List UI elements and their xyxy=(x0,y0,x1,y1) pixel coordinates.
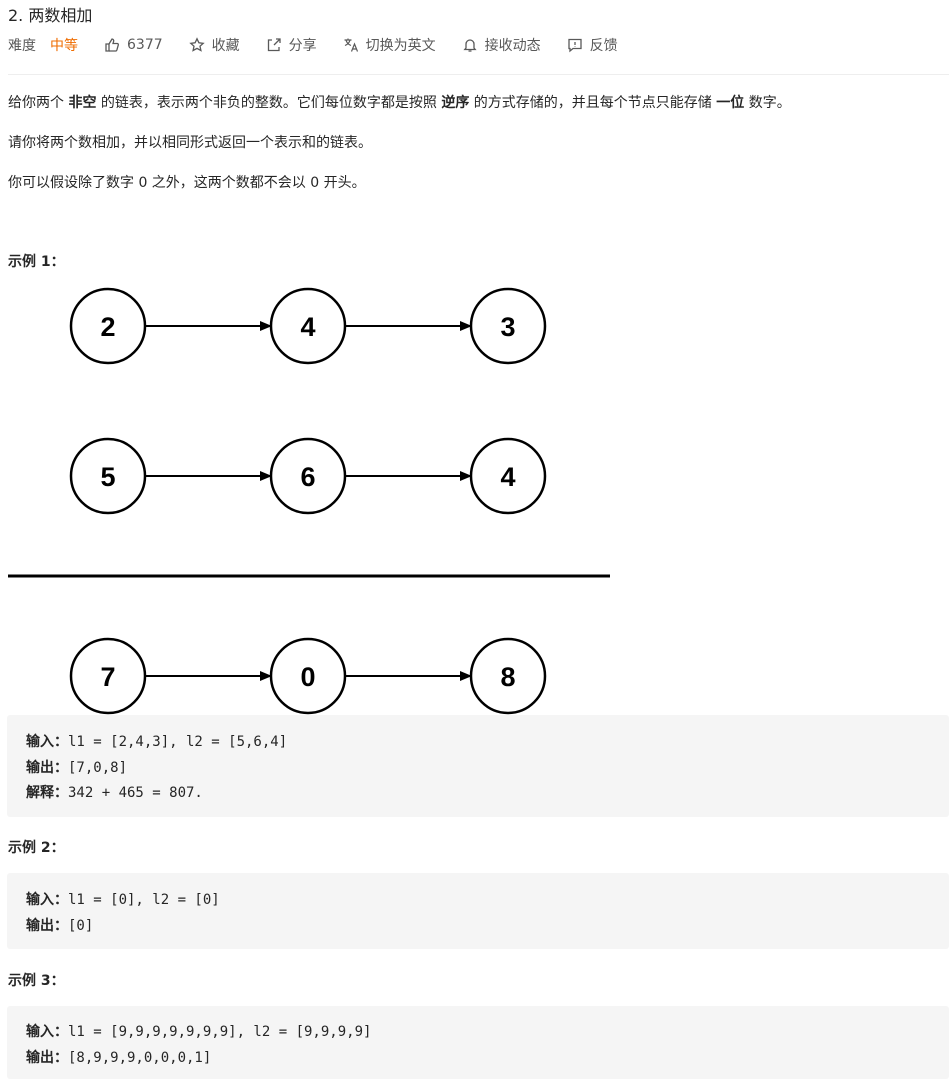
input-label: 输入： xyxy=(26,1024,68,1040)
list-node-value: 0 xyxy=(300,662,315,692)
problem-title: 2. 两数相加 xyxy=(8,6,93,25)
input-value: l1 = [0], l2 = [0] xyxy=(68,892,220,908)
example-1-input-line: 输入：l1 = [2,4,3], l2 = [5,6,4] xyxy=(26,731,287,751)
linked-list-diagram: 2 4 3 5 6 4 7 0 8 xyxy=(8,287,610,715)
description-paragraph-2: 请你将两个数相加，并以相同形式返回一个表示和的链表。 xyxy=(8,135,372,151)
list-node-circle xyxy=(469,287,547,365)
example-2-output-line: 输出：[0] xyxy=(26,915,93,935)
list-node-value: 4 xyxy=(300,312,315,342)
description-paragraph-3: 你可以假设除了数字 0 之外，这两个数都不会以 0 开头。 xyxy=(8,175,366,191)
problem-meta-bar: 难度 中等 6377 收藏 分享 切换为英文 接收动态 xyxy=(8,34,644,56)
list-node-value: 2 xyxy=(100,312,115,342)
text-run: 的方式存储的，并且每个节点只能存储 xyxy=(469,95,717,111)
input-label: 输入： xyxy=(26,734,68,750)
difficulty-badge: 中等 xyxy=(50,38,78,54)
input-value: l1 = [2,4,3], l2 = [5,6,4] xyxy=(68,734,288,750)
list-node-circle xyxy=(269,437,347,515)
subscribe-button[interactable]: 接收动态 xyxy=(462,35,541,55)
switch-language-button[interactable]: 切换为英文 xyxy=(343,35,436,55)
list-node-value: 4 xyxy=(500,462,515,492)
list-node-circle xyxy=(69,637,147,715)
example-1-output-line: 输出：[7,0,8] xyxy=(26,757,127,777)
text-run: 给你两个 xyxy=(8,95,69,111)
share-label: 分享 xyxy=(288,38,317,54)
text-run: 数字。 xyxy=(744,95,791,111)
input-label: 输入： xyxy=(26,892,68,908)
description-paragraph-1: 给你两个 非空 的链表，表示两个非负的整数。它们每位数字都是按照 逆序 的方式存… xyxy=(8,93,791,113)
star-icon xyxy=(188,37,205,52)
output-label: 输出： xyxy=(26,760,68,776)
explain-value: 342 + 465 = 807. xyxy=(68,785,203,801)
header-divider xyxy=(8,74,949,75)
example-2-input-line: 输入：l1 = [0], l2 = [0] xyxy=(26,889,220,909)
output-value: [0] xyxy=(68,918,94,934)
example-3-title: 示例 3： xyxy=(8,973,65,989)
bell-icon xyxy=(463,39,477,52)
list-node-value: 5 xyxy=(100,462,115,492)
example-1-explain-line: 解释：342 + 465 = 807. xyxy=(26,782,203,802)
example-2-title: 示例 2： xyxy=(8,840,65,856)
example-2-code-block: 输入：l1 = [0], l2 = [0] 输出：[0] xyxy=(7,873,949,949)
list-node-circle xyxy=(69,287,147,365)
list-node-value: 8 xyxy=(500,662,515,692)
feedback-label: 反馈 xyxy=(589,38,618,54)
list-node-circle xyxy=(269,637,347,715)
list-node-circle xyxy=(269,287,347,365)
example-1-code-block: 输入：l1 = [2,4,3], l2 = [5,6,4] 输出：[7,0,8]… xyxy=(7,715,949,817)
translate-icon xyxy=(344,38,358,52)
output-label: 输出： xyxy=(26,1050,68,1066)
emphasis-single-digit: 一位 xyxy=(716,95,745,111)
feedback-button[interactable]: 反馈 xyxy=(567,35,618,55)
list-node-value: 3 xyxy=(500,312,515,342)
thumbs-up-icon xyxy=(105,38,119,52)
explain-label: 解释： xyxy=(26,785,68,801)
like-button[interactable]: 6377 xyxy=(104,37,163,53)
list-node-circle xyxy=(469,437,547,515)
difficulty-label: 难度 xyxy=(8,38,36,54)
list-node-value: 6 xyxy=(300,462,315,492)
example-3-output-line: 输出：[8,9,9,9,0,0,0,1] xyxy=(26,1047,211,1067)
switch-language-label: 切换为英文 xyxy=(365,38,436,54)
subscribe-label: 接收动态 xyxy=(484,38,541,54)
example-3-code-block: 输入：l1 = [9,9,9,9,9,9,9], l2 = [9,9,9,9] … xyxy=(7,1006,949,1079)
list-node-circle xyxy=(469,637,547,715)
output-label: 输出： xyxy=(26,918,68,934)
emphasis-non-empty: 非空 xyxy=(68,95,97,111)
list-node-value: 7 xyxy=(100,662,115,692)
share-icon xyxy=(267,38,281,52)
example-1-title: 示例 1： xyxy=(8,254,65,270)
feedback-icon xyxy=(567,38,582,53)
share-button[interactable]: 分享 xyxy=(266,35,317,55)
favorite-button[interactable]: 收藏 xyxy=(188,35,240,55)
like-count: 6377 xyxy=(127,37,163,53)
emphasis-reverse-order: 逆序 xyxy=(441,95,470,111)
input-value: l1 = [9,9,9,9,9,9,9], l2 = [9,9,9,9] xyxy=(68,1024,372,1040)
output-value: [7,0,8] xyxy=(68,760,128,776)
text-run: 的链表，表示两个非负的整数。它们每位数字都是按照 xyxy=(96,95,442,111)
favorite-label: 收藏 xyxy=(211,38,240,54)
output-value: [8,9,9,9,0,0,0,1] xyxy=(68,1050,212,1066)
example-3-input-line: 输入：l1 = [9,9,9,9,9,9,9], l2 = [9,9,9,9] xyxy=(26,1021,371,1041)
list-node-circle xyxy=(69,437,147,515)
